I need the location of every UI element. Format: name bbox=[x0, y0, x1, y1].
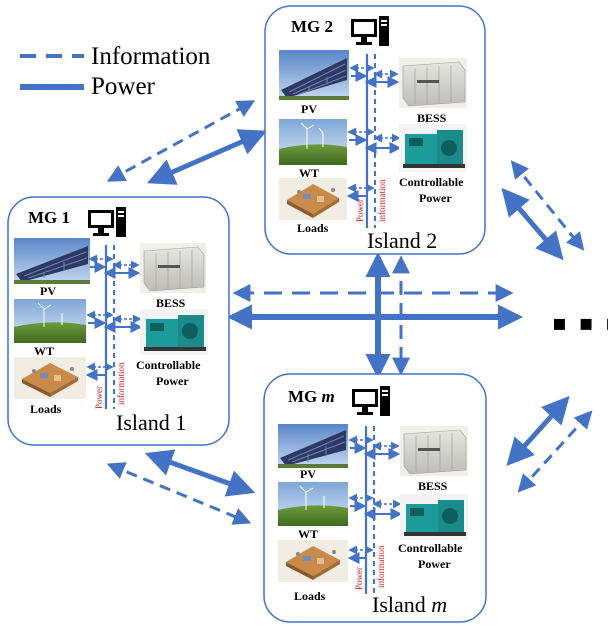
loads-label: Loads bbox=[30, 402, 62, 416]
ellipsis-more-microgrids: ▪ ▪ ▪ bbox=[552, 311, 608, 336]
wt-label: WT bbox=[34, 344, 54, 358]
controllable-power-label-line1: Controllable bbox=[136, 358, 201, 372]
information-bus-label: information bbox=[116, 362, 126, 405]
island-label: Island m bbox=[372, 592, 447, 617]
generator-image bbox=[140, 309, 208, 355]
pv-panel-image bbox=[279, 50, 349, 100]
information-bus-label: information bbox=[376, 545, 386, 588]
controllable-power-label-line2: Power bbox=[156, 374, 189, 388]
pv-label: PV bbox=[300, 467, 316, 481]
loads-house-image bbox=[278, 540, 348, 582]
arrow-power-mg2-right bbox=[501, 187, 564, 261]
interconnect-arrows bbox=[106, 100, 593, 525]
computer-icon bbox=[351, 16, 389, 46]
controllable-power-label-line2: Power bbox=[418, 557, 451, 571]
arrow-info-mg2-right bbox=[510, 160, 585, 251]
pv-label: PV bbox=[40, 284, 56, 298]
legend-power-label: Power bbox=[91, 73, 156, 100]
computer-icon bbox=[352, 386, 390, 416]
wind-turbine-image bbox=[279, 119, 347, 165]
arrow-power-mgm-right bbox=[506, 395, 570, 467]
loads-label: Loads bbox=[294, 589, 326, 603]
island-label: Island 1 bbox=[116, 410, 186, 435]
wind-turbine-image bbox=[14, 299, 86, 343]
legend: Information Power bbox=[20, 43, 211, 100]
pv-panel-image bbox=[14, 238, 90, 284]
bess-label: BESS bbox=[156, 296, 186, 310]
microgrid-title: MG 1 bbox=[28, 208, 70, 227]
controllable-power-label-line1: Controllable bbox=[398, 541, 463, 555]
arrow-power-mg1-mg2 bbox=[146, 129, 268, 185]
generator-image bbox=[399, 124, 467, 172]
pv-label: PV bbox=[301, 102, 317, 116]
computer-icon bbox=[88, 207, 126, 237]
controllable-power-label-line1: Controllable bbox=[399, 175, 464, 189]
microgrid-title: MG 2 bbox=[291, 17, 333, 36]
loads-house-image bbox=[14, 357, 86, 399]
pv-panel-image bbox=[278, 424, 348, 468]
bess-container-image bbox=[400, 426, 468, 476]
bess-label: BESS bbox=[417, 111, 447, 125]
wind-turbine-image bbox=[278, 482, 348, 526]
power-bus-label: Power bbox=[354, 567, 364, 590]
arrow-info-mg1-mgm bbox=[106, 462, 252, 525]
loads-label: Loads bbox=[297, 221, 329, 235]
arrow-info-mgm-right bbox=[517, 410, 593, 493]
microgrid-m: MG m PV WT bbox=[263, 373, 487, 623]
power-bus-label: Power bbox=[94, 386, 104, 409]
loads-house-image bbox=[279, 178, 347, 220]
bess-label: BESS bbox=[418, 479, 448, 493]
generator-image bbox=[400, 494, 468, 540]
arrow-power-mg1-mgm bbox=[144, 449, 256, 497]
bess-container-image bbox=[140, 243, 206, 293]
power-bus-label: Power bbox=[355, 199, 365, 222]
wt-label: WT bbox=[298, 527, 318, 541]
legend-information-label: Information bbox=[91, 43, 211, 70]
microgrid-2: MG 2 PV WT bbox=[264, 5, 486, 255]
bess-container-image bbox=[399, 58, 467, 108]
controllable-power-label-line2: Power bbox=[419, 191, 452, 205]
island-label: Island 2 bbox=[367, 228, 437, 253]
microgrid-title: MG m bbox=[288, 387, 335, 406]
information-bus-label: information bbox=[377, 179, 387, 222]
wt-label: WT bbox=[299, 166, 319, 180]
microgrid-1: MG 1 PV WT bbox=[7, 196, 230, 446]
